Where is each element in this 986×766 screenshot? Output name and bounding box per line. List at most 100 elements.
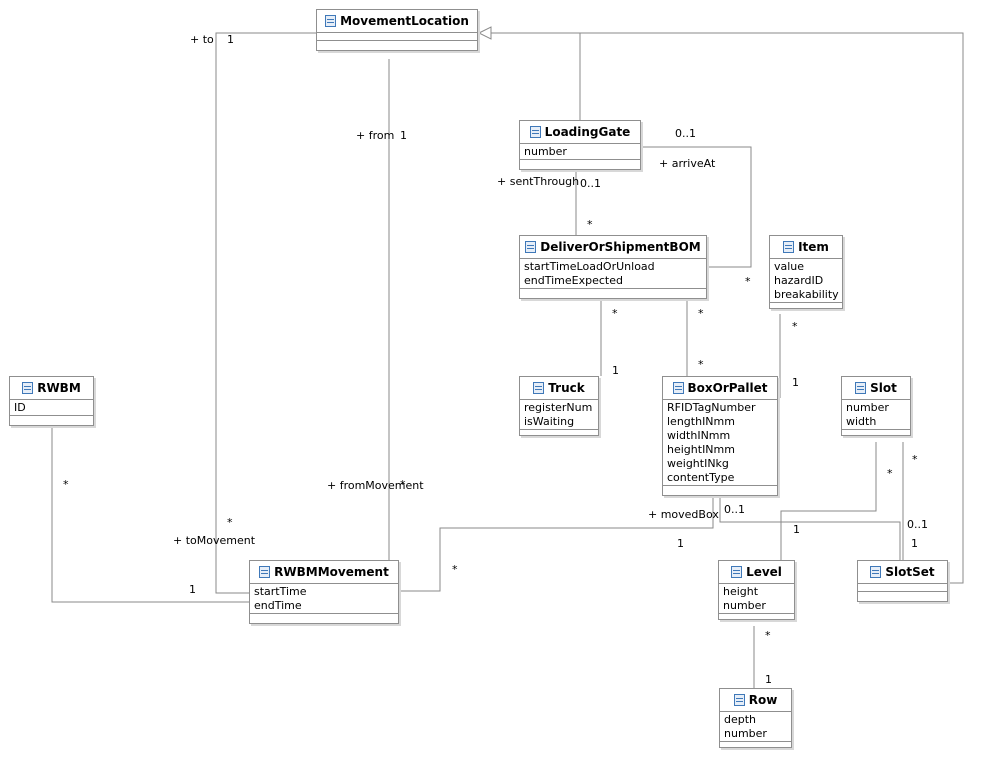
attribute: weightINkg — [667, 457, 729, 470]
attribute: value — [774, 260, 805, 273]
class-icon — [855, 382, 867, 394]
attributes-compartment: value hazardID breakability — [770, 258, 842, 302]
class-deliver-or-shipment-bom[interactable]: DeliverOrShipmentBOM startTimeLoadOrUnlo… — [519, 235, 707, 299]
multiplicity-label: 1 — [189, 583, 196, 596]
attribute: breakability — [774, 288, 839, 301]
attributes-compartment: number — [520, 143, 640, 159]
class-name: RWBMMovement — [274, 565, 389, 579]
attribute: number — [524, 145, 567, 158]
class-row[interactable]: Row depth number — [719, 688, 792, 748]
class-name: SlotSet — [885, 565, 935, 579]
attributes-compartment: startTime endTime — [250, 583, 398, 613]
role-label-from: + from — [356, 129, 395, 142]
class-level[interactable]: Level height number — [718, 560, 795, 620]
class-icon — [325, 15, 337, 27]
multiplicity-label: * — [452, 563, 458, 576]
class-rwbm[interactable]: RWBM ID — [9, 376, 94, 426]
class-icon — [731, 566, 743, 578]
class-name: RWBM — [37, 381, 81, 395]
attribute: number — [723, 599, 766, 612]
class-icon — [533, 382, 545, 394]
multiplicity-label: * — [912, 453, 918, 466]
operations-compartment — [720, 741, 791, 747]
operations-compartment — [663, 485, 777, 495]
attribute: hazardID — [774, 274, 824, 287]
class-item[interactable]: Item value hazardID breakability — [769, 235, 843, 309]
class-name: MovementLocation — [340, 14, 469, 28]
operations-compartment — [842, 429, 910, 435]
class-slot-set[interactable]: SlotSet — [857, 560, 948, 602]
class-truck[interactable]: Truck registerNum isWaiting — [519, 376, 599, 436]
attribute: width — [846, 415, 877, 428]
multiplicity-label: 0..1 — [907, 518, 928, 531]
class-icon — [870, 566, 882, 578]
attributes-compartment: RFIDTagNumber lengthINmm widthINmm heigh… — [663, 399, 777, 485]
class-rwbm-movement[interactable]: RWBMMovement startTime endTime — [249, 560, 399, 624]
attribute: heightINmm — [667, 443, 735, 456]
class-name: Level — [746, 565, 782, 579]
attribute: startTime — [254, 585, 307, 598]
multiplicity-label: 0..1 — [724, 503, 745, 516]
multiplicity-label: 1 — [227, 33, 234, 46]
multiplicity-label: 1 — [612, 364, 619, 377]
attribute: RFIDTagNumber — [667, 401, 756, 414]
assoc-slot-level — [780, 442, 877, 561]
role-label-to-movement: + toMovement — [173, 534, 256, 547]
class-slot[interactable]: Slot number width — [841, 376, 911, 436]
class-loading-gate[interactable]: LoadingGate number — [519, 120, 641, 170]
class-name: Row — [748, 693, 778, 707]
multiplicity-label: 0..1 — [580, 177, 601, 190]
class-box-or-pallet[interactable]: BoxOrPallet RFIDTagNumber lengthINmm wid… — [662, 376, 778, 496]
attribute: number — [846, 401, 889, 414]
class-icon — [22, 382, 34, 394]
operations-compartment — [10, 415, 93, 425]
multiplicity-label: * — [612, 307, 618, 320]
class-movement-location[interactable]: MovementLocation — [316, 9, 478, 51]
class-icon — [733, 694, 745, 706]
role-label-to: + to — [190, 33, 214, 46]
operations-compartment — [250, 613, 398, 623]
attribute: number — [724, 727, 767, 740]
assoc-moved-box — [399, 498, 714, 592]
multiplicity-label: 1 — [911, 537, 918, 550]
multiplicity-label: * — [227, 516, 233, 529]
multiplicity-label: 1 — [792, 376, 799, 389]
generalization-arrowhead — [477, 26, 492, 40]
attribute: isWaiting — [524, 415, 575, 428]
attribute: widthINmm — [667, 429, 731, 442]
attribute: endTime — [254, 599, 302, 612]
attribute: ID — [14, 401, 26, 414]
role-label-sent-through: + sentThrough — [497, 175, 580, 188]
multiplicity-label: * — [765, 629, 771, 642]
assoc-rwbm-movement — [51, 428, 250, 603]
multiplicity-label: * — [698, 358, 704, 371]
multiplicity-label: * — [792, 320, 798, 333]
assoc-box-slotset — [719, 498, 901, 561]
class-name: DeliverOrShipmentBOM — [540, 240, 701, 254]
attributes-compartment — [317, 32, 477, 40]
class-name: LoadingGate — [544, 125, 631, 139]
attributes-compartment: startTimeLoadOrUnload endTimeExpected — [520, 258, 706, 288]
generalization-loadinggate — [490, 32, 581, 120]
attribute: contentType — [667, 471, 735, 484]
class-name: Truck — [548, 381, 585, 395]
operations-compartment — [520, 429, 598, 435]
class-icon — [672, 382, 684, 394]
role-label-arrive-at: + arriveAt — [659, 157, 716, 170]
class-icon — [529, 126, 541, 138]
class-icon — [525, 241, 537, 253]
multiplicity-label: * — [587, 218, 593, 231]
attribute: height — [723, 585, 759, 598]
generalization-slotset — [490, 32, 964, 584]
role-label-from-movement: + fromMovement — [327, 479, 424, 492]
multiplicity-label: 1 — [400, 129, 407, 142]
assoc-arrive-at — [640, 146, 752, 268]
attributes-compartment — [858, 583, 947, 591]
attribute: depth — [724, 713, 757, 726]
class-icon — [783, 241, 795, 253]
multiplicity-label: * — [400, 478, 406, 491]
operations-compartment — [520, 288, 706, 298]
operations-compartment — [858, 591, 947, 601]
class-name: BoxOrPallet — [687, 381, 768, 395]
